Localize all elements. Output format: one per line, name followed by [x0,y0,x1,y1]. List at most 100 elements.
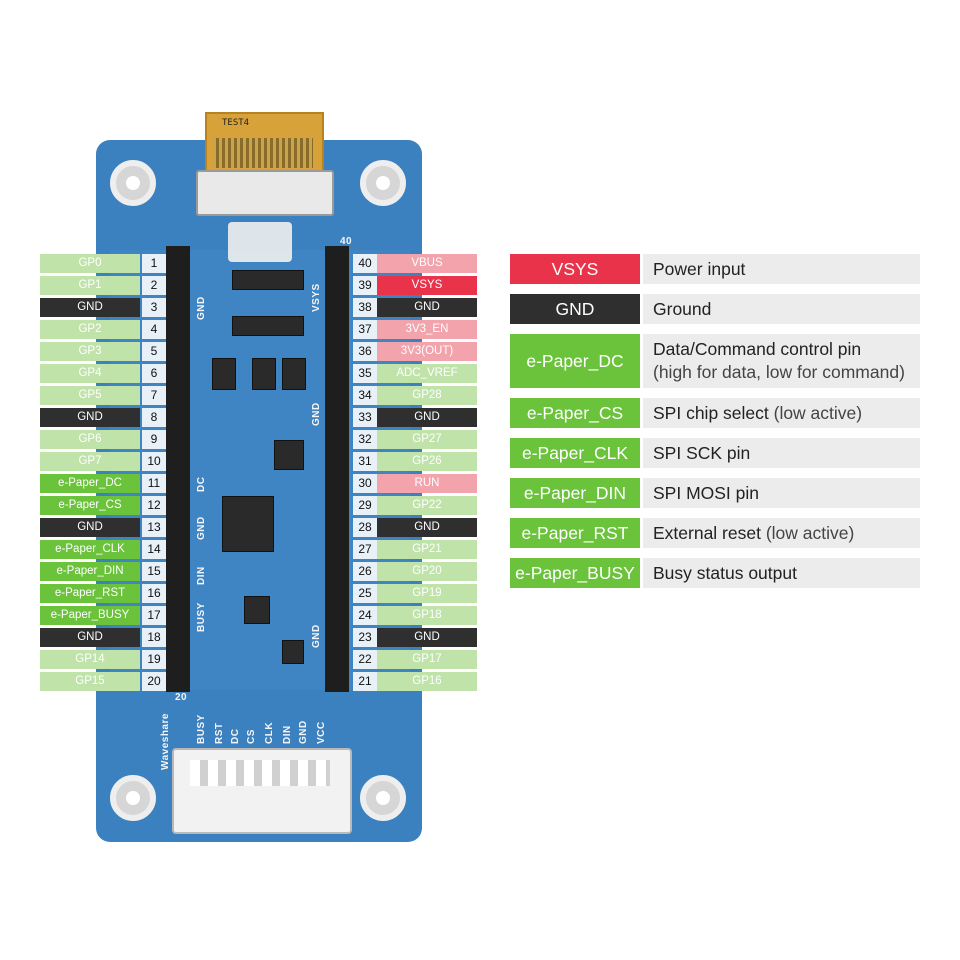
transistor [244,596,270,624]
silkscreen-label: RST [214,722,225,745]
legend-description-main: SPI chip select [653,402,769,423]
pin-label: GP27 [377,430,477,449]
pin-label: GP21 [377,540,477,559]
legend-description-text: Ground [653,298,920,321]
pin-number: 15 [142,562,166,581]
pin-label: 3V3_EN [377,320,477,339]
legend-description: Ground [643,294,920,324]
pin-number: 8 [142,408,166,427]
pin-number: 22 [353,650,377,669]
pin-label: e-Paper_RST [40,584,140,603]
pin-number: 23 [353,628,377,647]
legend-key: e-Paper_BUSY [510,558,640,588]
legend-description: Data/Command control pin (high for data, … [643,334,920,388]
pin-marker-20: 20 [175,692,188,703]
pin-label: GP22 [377,496,477,515]
legend-description: Power input [643,254,920,284]
silkscreen-label: BUSY [196,714,207,744]
pin-number: 12 [142,496,166,515]
brand-label: Waveshare [160,713,171,770]
pin-label: e-Paper_CS [40,496,140,515]
resistor-array [232,270,304,290]
legend-key: VSYS [510,254,640,284]
pin-label: GND [40,628,140,647]
legend-key: e-Paper_CLK [510,438,640,468]
pin-label: GND [377,408,477,427]
transistor [282,640,304,664]
legend-description: SPI MOSI pin [643,478,920,508]
pin-label: GP26 [377,452,477,471]
pin-number: 30 [353,474,377,493]
pin-label: GP19 [377,584,477,603]
silkscreen-label: DIN [282,725,293,744]
pin-number: 19 [142,650,166,669]
silkscreen-label: GND [196,516,207,540]
pin-number: 20 [142,672,166,691]
legend-item: VSYS Power input [510,254,920,284]
legend-description-text: Power input [653,258,920,281]
legend-description-main: Ground [653,298,712,319]
pin-label: GP1 [40,276,140,295]
left-pin-header [166,246,190,692]
pin-label: GP4 [40,364,140,383]
inductor [274,440,304,470]
silkscreen-label: GND [311,624,322,648]
legend-description-main: Power input [653,258,746,279]
pin-label: GP7 [40,452,140,471]
pin-number: 17 [142,606,166,625]
pin-label: ADC_VREF [377,364,477,383]
pin-label: RUN [377,474,477,493]
legend-description: SPI SCK pin [643,438,920,468]
transistor [212,358,236,390]
pin-number: 28 [353,518,377,537]
silkscreen-label: CLK [264,721,275,744]
pin-label: GP28 [377,386,477,405]
right-pin-header [325,246,349,692]
pin-label: e-Paper_DIN [40,562,140,581]
pin-label: GP18 [377,606,477,625]
pin-number: 7 [142,386,166,405]
legend-key: e-Paper_DIN [510,478,640,508]
pin-number: 16 [142,584,166,603]
pin-label: GP14 [40,650,140,669]
pin-number: 26 [353,562,377,581]
silkscreen-label: DC [196,476,207,492]
silkscreen-label: GND [311,402,322,426]
pin-number: 1 [142,254,166,273]
legend-description-main: SPI SCK pin [653,442,751,463]
pin-number: 27 [353,540,377,559]
pin-label: GP6 [40,430,140,449]
legend-description-text: SPI chip select (low active) [653,402,920,425]
mounting-hole-top-right [360,160,406,206]
legend-description-note: (low active) [768,402,863,423]
mounting-hole-bottom-left [110,775,156,821]
legend-description: SPI chip select (low active) [643,398,920,428]
pin-label: e-Paper_BUSY [40,606,140,625]
pin-number: 35 [353,364,377,383]
fpc-cable-contacts [213,138,313,168]
pin-number: 3 [142,298,166,317]
pin-number: 37 [353,320,377,339]
pin-number: 29 [353,496,377,515]
legend-item: e-Paper_DIN SPI MOSI pin [510,478,920,508]
legend-description-text: Data/Command control pin [653,339,862,359]
silkscreen-label: DIN [196,566,207,585]
pin-number: 11 [142,474,166,493]
pin-number: 4 [142,320,166,339]
legend-description-text: SPI MOSI pin [653,482,920,505]
legend-item: e-Paper_CLK SPI SCK pin [510,438,920,468]
pin-label: GP20 [377,562,477,581]
legend-description-note: (high for data, low for command) [653,362,905,382]
legend-key: e-Paper_CS [510,398,640,428]
transistor [252,358,276,390]
pin-number: 33 [353,408,377,427]
pin-label: GP3 [40,342,140,361]
pin-label: e-Paper_DC [40,474,140,493]
pin-label: GP2 [40,320,140,339]
pin-number: 31 [353,452,377,471]
